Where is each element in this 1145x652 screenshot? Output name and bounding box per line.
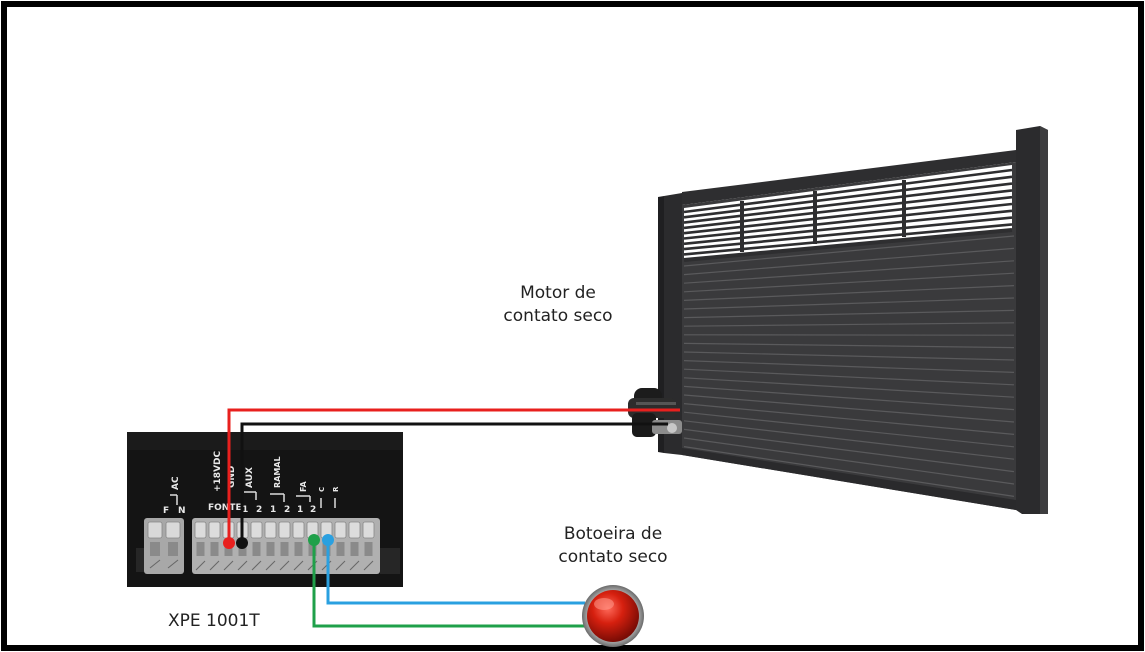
board-label-aux-2: 2 [256, 505, 262, 515]
board-label-ac-f: F [163, 506, 169, 516]
gate-top-rail [682, 150, 1016, 205]
wire-black-terminal-dot [236, 537, 248, 549]
board-label-gnd: GND [227, 466, 237, 488]
board-label-fa-2: 2 [310, 505, 316, 515]
board-label-18vdc: +18VDC [213, 450, 223, 492]
button-label-line1: Botoeira de [563, 524, 663, 544]
wire-red-18vdc [227, 408, 680, 543]
push-button [582, 585, 644, 647]
board-label-ramal-1: 1 [270, 505, 276, 515]
button-label-line2: contato seco [558, 547, 668, 567]
device-label: XPE 1001T [168, 611, 260, 631]
wire-green-c [312, 540, 585, 628]
board-label-ramal: RAMAL [273, 456, 282, 488]
board-label-c: C [318, 487, 326, 492]
control-board: AC F N +18VDC GND FONTE AUX 1 2 RAMAL 1 … [127, 432, 403, 587]
board-label-ac: AC [171, 476, 181, 490]
board-label-fonte: FONTE [208, 503, 242, 513]
board-label-r: R [332, 486, 340, 492]
push-button-cap [587, 590, 639, 642]
wire-red-terminal-dot [223, 537, 235, 549]
board-label-ramal-2: 2 [284, 505, 290, 515]
gate-louver-dividers [683, 180, 1013, 262]
wire-black-gnd [240, 422, 668, 543]
wire-blue-r [326, 540, 585, 605]
gate [658, 126, 1048, 514]
motor-label-line2: contato seco [503, 306, 613, 326]
motor-label-line1: Motor de [520, 283, 596, 303]
gate-louvers [683, 168, 1013, 256]
gate-left-post [664, 193, 682, 455]
board-label-fa-1: 1 [297, 505, 303, 515]
board-label-fa: FA [299, 480, 308, 492]
board-label-aux: AUX [245, 467, 255, 488]
gate-slats [683, 235, 1015, 497]
wire-blue-terminal-dot [322, 534, 334, 546]
gate-bottom-rail [682, 448, 1016, 510]
board-label-ac-n: N [178, 506, 186, 516]
wire-green-terminal-dot [308, 534, 320, 546]
board-label-aux-1: 1 [242, 505, 248, 515]
